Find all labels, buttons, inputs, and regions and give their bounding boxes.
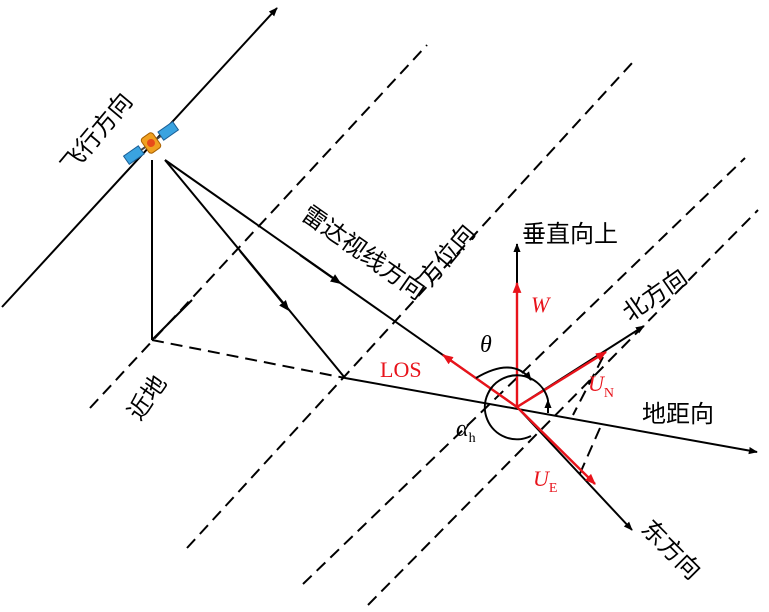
range-direction-arrow	[344, 377, 758, 455]
slant-ray-near-arrow	[239, 250, 290, 312]
azimuth-dashed-line-4	[367, 209, 759, 606]
u-n-vector-label: UN	[588, 371, 614, 401]
satellite-icon	[122, 121, 180, 165]
u-e-vector-label: UE	[533, 466, 557, 496]
vertical-up-label: 垂直向上	[522, 220, 618, 248]
u-n-vector	[516, 350, 607, 409]
los-vector-label: LOS	[380, 357, 422, 382]
radar-los-arrow	[299, 254, 342, 285]
azimuth-dashed-line-2	[186, 61, 634, 549]
flight-direction-label: 飞行方向	[55, 87, 138, 179]
alpha-label: αh	[456, 416, 476, 446]
east-direction-label: 东方向	[636, 514, 707, 585]
w-vector-label: W	[531, 292, 551, 317]
nadir-ground-line	[151, 299, 193, 341]
azimuth-direction-label: 方位向	[413, 219, 481, 292]
nadir-label: 近地	[122, 370, 172, 425]
los-vector	[442, 354, 518, 408]
north-direction-label: 北方向	[617, 263, 692, 327]
theta-label: θ	[480, 332, 492, 358]
azimuth-dashed-line-3	[302, 157, 746, 585]
near-range-dashed-line	[151, 339, 346, 379]
u-n-projection-dashed	[572, 356, 604, 416]
range-direction-label: 地距向	[642, 400, 714, 428]
u-e-vector	[516, 406, 596, 485]
alpha-arc	[483, 374, 548, 441]
radar-los-direction-label: 雷达视线方向	[297, 200, 431, 306]
